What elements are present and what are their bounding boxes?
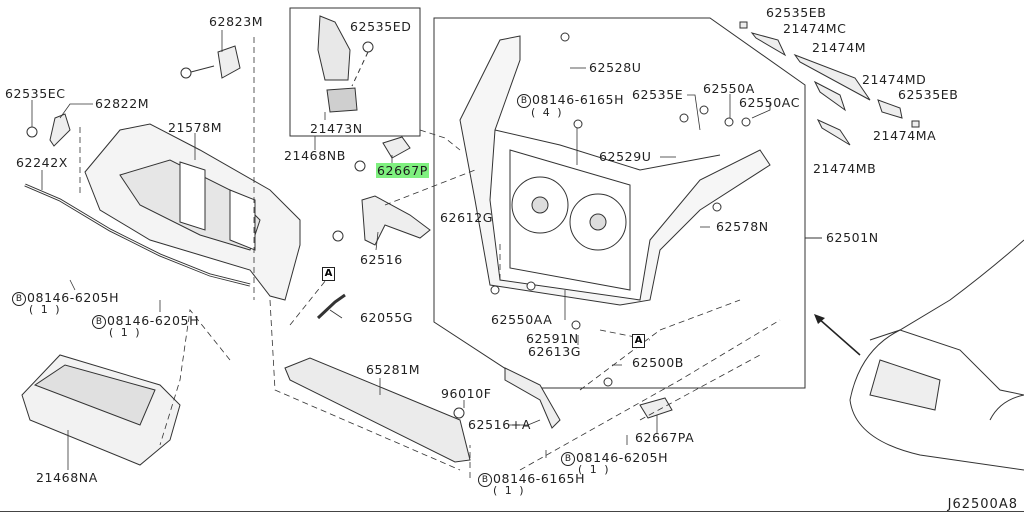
part-label-62591n[interactable]: 62591N: [526, 331, 579, 346]
part-label-62550a[interactable]: 62550A: [703, 81, 755, 96]
part-label-21578m[interactable]: 21578M: [168, 120, 223, 135]
qty-08146-6205h-c: ( 1 ): [578, 463, 611, 476]
part-label-62055g[interactable]: 62055G: [360, 310, 414, 325]
part-label-62242x[interactable]: 62242X: [16, 155, 68, 170]
duct-21468na: [21, 354, 181, 466]
bolt-symbol-b: B: [12, 292, 26, 306]
diagram-code: J62500A8: [947, 497, 1018, 512]
part-label-21473n[interactable]: 21473N: [310, 121, 363, 136]
part-label-62667p-highlighted[interactable]: 62667P: [376, 163, 429, 178]
bolt-symbol-b: B: [561, 452, 575, 466]
bolt-symbol-b: B: [478, 473, 492, 487]
part-label-62516[interactable]: 62516: [360, 252, 403, 267]
cover-65281m: [284, 357, 471, 463]
part-label-62501n[interactable]: 62501N: [826, 230, 879, 245]
part-label-62535ed[interactable]: 62535ED: [350, 19, 412, 34]
part-label-62535eb-top[interactable]: 62535EB: [766, 5, 827, 20]
part-label-62613g[interactable]: 62613G: [528, 344, 582, 359]
part-label-62550ac[interactable]: 62550AC: [739, 95, 801, 110]
trim-21474md: [877, 99, 903, 119]
fan-right: [569, 193, 627, 251]
part-label-21474mb[interactable]: 21474MB: [813, 161, 877, 176]
bolt-symbol-b: B: [92, 315, 106, 329]
part-label-62550aa[interactable]: 62550AA: [491, 312, 553, 327]
part-label-62823m[interactable]: 62823M: [209, 14, 264, 29]
reference-marker-a-right: A: [632, 334, 645, 348]
part-label-21474ma[interactable]: 21474MA: [873, 128, 937, 143]
part-label-62529u[interactable]: 62529U: [599, 149, 652, 164]
part-label-62578n[interactable]: 62578N: [716, 219, 769, 234]
part-label-96010f[interactable]: 96010F: [441, 386, 492, 401]
part-label-21474md[interactable]: 21474MD: [862, 72, 927, 87]
locator-arrow: [817, 317, 861, 356]
vehicle-locator-thumbnail: [849, 239, 1024, 471]
trim-21474mc: [750, 32, 787, 57]
qty-08146-6165h-top: ( 4 ): [531, 106, 564, 119]
part-label-62535ec[interactable]: 62535EC: [5, 86, 66, 101]
bolt-symbol-b: B: [517, 94, 531, 108]
part-label-62528u[interactable]: 62528U: [589, 60, 642, 75]
part-label-65281m[interactable]: 65281M: [366, 362, 421, 377]
assembly-box-62501n: [433, 17, 806, 389]
part-label-21468nb[interactable]: 21468NB: [284, 148, 346, 163]
trim-21474m: [793, 53, 871, 101]
part-label-21468na[interactable]: 21468NA: [36, 470, 98, 485]
trim-21474ma: [813, 80, 846, 112]
part-label-62500b[interactable]: 62500B: [632, 355, 684, 370]
part-label-62535eb-right[interactable]: 62535EB: [898, 87, 959, 102]
bracket-62823m: [180, 45, 241, 79]
highlight-62667p: 62667P: [376, 163, 429, 178]
part-label-21474m[interactable]: 21474M: [812, 40, 867, 55]
trim-21474mb: [816, 118, 851, 146]
qty-08146-6165h-bottom: ( 1 ): [493, 484, 526, 497]
bracket-62516: [361, 195, 431, 246]
part-label-62516a[interactable]: 62516+A: [468, 417, 531, 432]
reference-marker-a-left: A: [322, 267, 335, 281]
part-label-62822m[interactable]: 62822M: [95, 96, 150, 111]
part-label-62535e[interactable]: 62535E: [632, 87, 684, 102]
core-support-62501n: [459, 35, 771, 306]
lower-frame-21578m: [84, 123, 301, 301]
part-label-62612g[interactable]: 62612G: [440, 210, 494, 225]
qty-08146-6205h-b: ( 1 ): [109, 326, 142, 339]
part-label-62667pa[interactable]: 62667PA: [635, 430, 695, 445]
inset-box-21468nb: [289, 7, 421, 137]
qty-08146-6205h-a: ( 1 ): [29, 303, 62, 316]
fan-left: [511, 176, 569, 234]
part-label-21474mc[interactable]: 21474MC: [783, 21, 847, 36]
